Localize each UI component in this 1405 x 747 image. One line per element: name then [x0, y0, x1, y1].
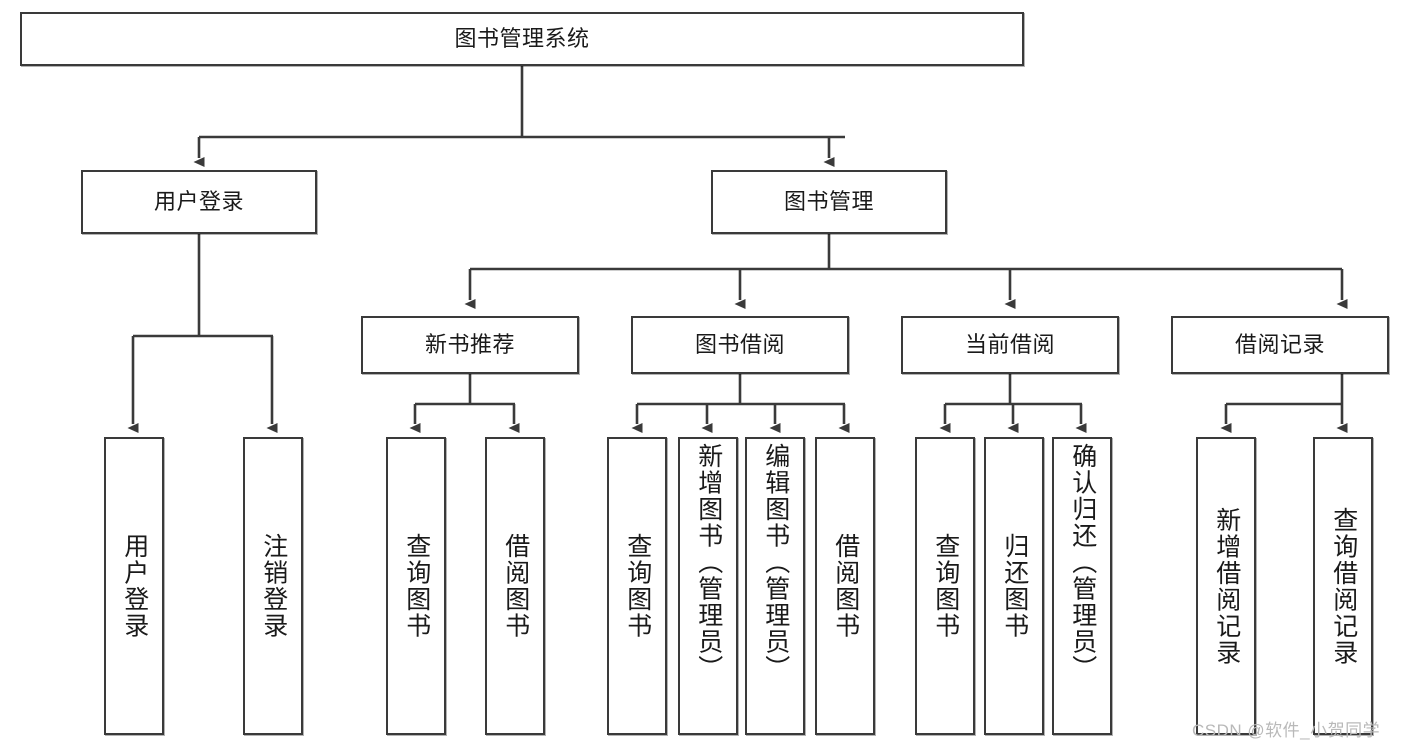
node-label: 用户登录	[120, 533, 149, 639]
node-label: 查询图书	[931, 533, 960, 639]
node-current-borrow[interactable]: 当前借阅	[901, 316, 1119, 374]
node-root-book-management-system[interactable]: 图书管理系统	[20, 12, 1024, 66]
node-leaf-add-book[interactable]: 新增图书（管理员）	[678, 437, 738, 735]
node-book-management[interactable]: 图书管理	[711, 170, 947, 234]
node-leaf-query-book-borrow[interactable]: 查询图书	[607, 437, 667, 735]
node-label: 借阅图书	[501, 533, 530, 639]
node-label: 借阅记录	[1234, 332, 1325, 358]
node-leaf-add-borrow-record[interactable]: 新增借阅记录	[1196, 437, 1256, 735]
node-borrow-record[interactable]: 借阅记录	[1171, 316, 1389, 374]
node-label: 查询图书	[623, 533, 652, 639]
node-label: 新增借阅记录	[1212, 506, 1241, 666]
node-user-login[interactable]: 用户登录	[81, 170, 317, 234]
node-label: 图书管理系统	[454, 26, 590, 52]
node-label: 确认归还（管理员）	[1068, 443, 1097, 682]
node-label: 用户登录	[153, 189, 244, 215]
node-label: 查询借阅记录	[1329, 506, 1358, 666]
node-label: 借阅图书	[831, 533, 860, 639]
node-leaf-borrow-book-recommend[interactable]: 借阅图书	[485, 437, 545, 735]
node-leaf-borrow-book[interactable]: 借阅图书	[815, 437, 875, 735]
node-label: 图书管理	[783, 189, 874, 215]
csdn-watermark: CSDN @软件_小贺同学	[1192, 721, 1381, 740]
node-leaf-return-book[interactable]: 归还图书	[984, 437, 1044, 735]
node-label: 注销登录	[259, 533, 288, 639]
node-label: 查询图书	[402, 533, 431, 639]
node-leaf-logout-login[interactable]: 注销登录	[243, 437, 303, 735]
node-label: 编辑图书（管理员）	[761, 443, 790, 682]
node-leaf-edit-book[interactable]: 编辑图书（管理员）	[745, 437, 805, 735]
node-leaf-user-login[interactable]: 用户登录	[104, 437, 164, 735]
node-label: 新增图书（管理员）	[694, 443, 723, 682]
node-leaf-query-book-current[interactable]: 查询图书	[915, 437, 975, 735]
node-label: 归还图书	[1000, 533, 1029, 639]
node-new-book-recommend[interactable]: 新书推荐	[361, 316, 579, 374]
node-leaf-query-borrow-record[interactable]: 查询借阅记录	[1313, 437, 1373, 735]
node-label: 新书推荐	[424, 332, 515, 358]
node-label: 图书借阅	[694, 332, 785, 358]
node-label: 当前借阅	[964, 332, 1055, 358]
node-book-borrow[interactable]: 图书借阅	[631, 316, 849, 374]
node-leaf-confirm-return[interactable]: 确认归还（管理员）	[1052, 437, 1112, 735]
node-leaf-query-book-recommend[interactable]: 查询图书	[386, 437, 446, 735]
